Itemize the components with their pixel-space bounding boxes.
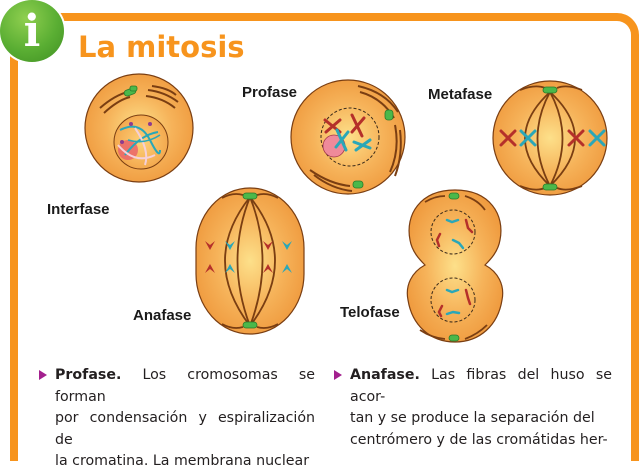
info-icon: i	[23, 6, 41, 57]
label-anafase: Anafase	[133, 307, 192, 324]
info-badge: i	[0, 0, 64, 62]
telofase-cell	[406, 189, 504, 343]
bullet-arrow-icon	[334, 370, 342, 380]
line: tan y se produce la separación del	[350, 410, 595, 426]
term-profase: Profase.	[55, 367, 122, 383]
page-title: La mitosis	[78, 30, 245, 64]
label-metafase: Metafase	[428, 86, 493, 103]
metafase-cell	[492, 80, 608, 196]
paragraph-anafase: Anafase. Las fibras del huso se acor- ta…	[334, 365, 612, 451]
line: Los cromosomas se forman	[55, 367, 315, 405]
interfase-cell	[84, 73, 194, 183]
line: por condensación y espiralización de	[55, 410, 315, 448]
label-interfase: Interfase	[47, 201, 110, 218]
line: Las fibras del huso se acor-	[350, 367, 612, 405]
content-frame	[10, 13, 639, 461]
label-telofase: Telofase	[340, 304, 400, 321]
profase-cell	[290, 79, 406, 195]
term-anafase: Anafase.	[350, 367, 420, 383]
paragraph-profase: Profase. Los cromosomas se forman por co…	[39, 365, 315, 473]
mitosis-diagram	[84, 73, 608, 343]
bullet-arrow-icon	[39, 370, 47, 380]
line: la cromatina. La membrana nuclear	[55, 453, 310, 469]
anafase-cell	[195, 187, 305, 335]
label-profase: Profase	[242, 84, 298, 101]
line: centrómero y de las cromátidas her-	[350, 431, 608, 448]
